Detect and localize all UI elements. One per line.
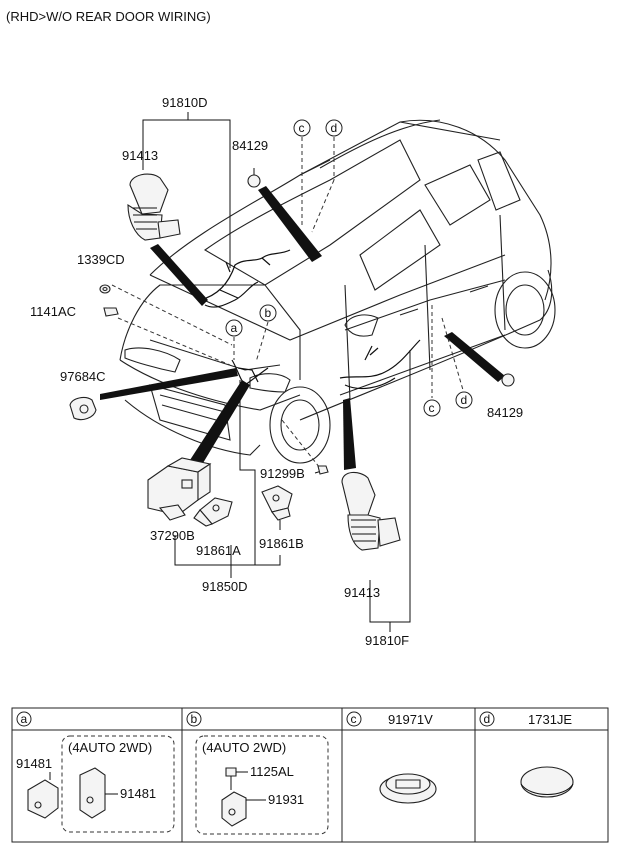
svg-text:d: d	[461, 393, 468, 407]
callout-c-top: c	[293, 119, 311, 137]
plug-84129-right	[501, 373, 515, 387]
table-cell-d-plug	[520, 766, 574, 798]
callout-d-top: d	[325, 119, 343, 137]
part-91481-right: 91481	[120, 786, 156, 801]
diagram-title: (RHD>W/O REAR DOOR WIRING)	[6, 9, 211, 24]
car-body	[119, 119, 556, 464]
part-91931: 91931	[268, 792, 304, 807]
callout-a: a	[225, 319, 243, 337]
svg-text:c: c	[429, 401, 435, 415]
variant-a: (4AUTO 2WD)	[68, 740, 152, 755]
part-number-d: 1731JE	[528, 712, 572, 727]
label-91861A: 91861A	[196, 543, 241, 558]
label-1339CD: 1339CD	[77, 252, 125, 267]
svg-text:b: b	[265, 306, 272, 320]
label-97684C: 97684C	[60, 369, 106, 384]
relay-box-37290B	[147, 457, 212, 521]
label-91810D: 91810D	[162, 95, 208, 110]
front-harness	[199, 249, 291, 386]
callout-d-right: d	[455, 391, 473, 409]
plug-84129-top	[247, 174, 261, 188]
terminal-91861B	[261, 485, 293, 521]
svg-text:c: c	[299, 121, 305, 135]
label-91861B: 91861B	[259, 536, 304, 551]
table-header-d: d 1731JE	[479, 711, 572, 727]
label-1141AC: 1141AC	[30, 304, 76, 319]
callout-b: b	[259, 304, 277, 322]
table-header-b: b	[186, 711, 202, 727]
label-91299B: 91299B	[260, 466, 305, 481]
label-91810F: 91810F	[365, 633, 409, 648]
svg-text:c: c	[351, 712, 357, 726]
label-37290B: 37290B	[150, 528, 195, 543]
label-91413-top: 91413	[122, 148, 158, 163]
part-number-c: 91971V	[388, 712, 433, 727]
door-harness	[339, 339, 421, 390]
terminal-91861A	[193, 497, 233, 527]
label-84129-top: 84129	[232, 138, 268, 153]
svg-text:d: d	[484, 712, 491, 726]
parts-table	[11, 707, 609, 843]
grommet-1339CD	[99, 284, 111, 294]
label-91850D: 91850D	[202, 579, 248, 594]
dashed-leaders	[111, 137, 464, 469]
grommet-boot-bottom	[341, 471, 401, 551]
table-header-c: c 91971V	[346, 711, 433, 727]
table-cell-c-grommet	[379, 773, 437, 804]
grommet-boot-top	[127, 173, 181, 241]
sensor-97684C	[69, 396, 97, 421]
label-84129-right: 84129	[487, 405, 523, 420]
table-header-a: a	[16, 711, 32, 727]
label-91413-bottom: 91413	[344, 585, 380, 600]
variant-b: (4AUTO 2WD)	[202, 740, 286, 755]
part-91481-left: 91481	[16, 756, 52, 771]
callout-c-right: c	[423, 399, 441, 417]
svg-text:a: a	[21, 712, 28, 726]
bolt-91299B	[317, 465, 329, 475]
svg-text:b: b	[191, 712, 198, 726]
bolt-1141AC	[103, 307, 119, 317]
table-cell-a: 91481 (4AUTO 2WD) 91481	[16, 735, 175, 833]
svg-text:a: a	[231, 321, 238, 335]
pointer-wedges	[100, 186, 505, 470]
table-cell-b: (4AUTO 2WD) 1125AL 91931	[195, 735, 329, 835]
part-1125AL: 1125AL	[250, 764, 294, 779]
svg-text:d: d	[331, 121, 338, 135]
leader-lines	[142, 112, 411, 632]
